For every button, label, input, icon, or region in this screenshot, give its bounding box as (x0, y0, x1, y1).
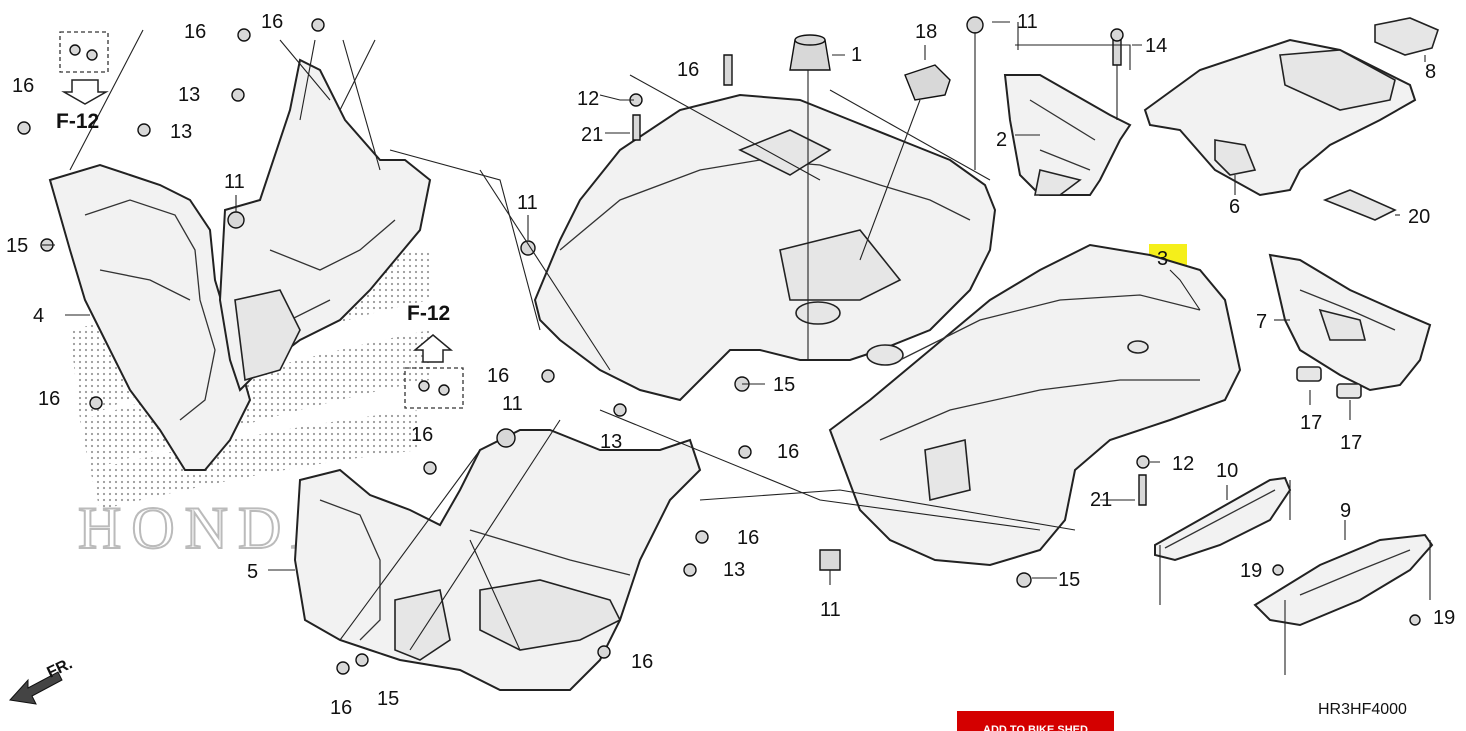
part-6-carrier-cover (1143, 38, 1417, 197)
callout-13: 13 (600, 431, 622, 453)
callout-20: 20 (1408, 206, 1430, 228)
callout-8: 8 (1425, 61, 1436, 83)
callout-19: 19 (1240, 560, 1262, 582)
callout-13: 13 (723, 559, 745, 581)
add-to-bike-shed-button[interactable]: ADD TO BIKE SHED (957, 711, 1114, 731)
callout-11: 11 (517, 192, 538, 214)
callout-12: 12 (577, 88, 599, 110)
callout-5: 5 (247, 561, 258, 583)
part-2-bracket (1003, 74, 1132, 196)
callout-15: 15 (6, 235, 28, 257)
ref-box-middle (404, 334, 464, 409)
callout-18: 18 (915, 21, 937, 43)
part-17-grommets (1296, 366, 1362, 399)
callout-16: 16 (261, 11, 283, 33)
callout-16: 16 (38, 388, 60, 410)
callout-15: 15 (773, 374, 795, 396)
callout-16: 16 (677, 59, 699, 81)
callout-2: 2 (996, 129, 1007, 151)
callout-13: 13 (178, 84, 200, 106)
callout-11: 11 (1017, 11, 1038, 33)
callout-12: 12 (1172, 453, 1194, 475)
callout-15: 15 (1058, 569, 1080, 591)
front-direction-arrow: FR. (9, 655, 76, 705)
part-7-side-cover (1268, 253, 1432, 392)
part-4-front-fender (48, 58, 432, 471)
callout-16: 16 (184, 21, 206, 43)
callout-16: 16 (330, 697, 352, 719)
callout-11: 11 (820, 599, 841, 621)
callout-7: 7 (1256, 311, 1267, 333)
callout-11: 11 (502, 393, 523, 415)
callout-19: 19 (1433, 607, 1455, 629)
callout-21: 21 (581, 124, 603, 146)
watermark-text: HONDA (78, 495, 345, 561)
callout-16: 16 (411, 424, 433, 446)
callout-11: 11 (224, 171, 245, 193)
callout-17: 17 (1340, 432, 1362, 454)
leader-lines (42, 21, 1431, 675)
callout-14: 14 (1145, 35, 1167, 57)
callout-3: 3 (1157, 248, 1168, 270)
part-5-floor-fender (293, 429, 702, 691)
callout-16: 16 (12, 75, 34, 97)
callout-16: 16 (737, 527, 759, 549)
callout-16: 16 (631, 651, 653, 673)
callout-9: 9 (1340, 500, 1351, 522)
callout-16: 16 (487, 365, 509, 387)
part-1-rear-fender-front (533, 93, 997, 402)
part-8-clip (1374, 17, 1439, 56)
callout-21: 21 (1090, 489, 1112, 511)
part-9-mud-guard (1253, 533, 1434, 627)
callout-1: 1 (851, 44, 862, 66)
part-3-rear-fender (828, 243, 1242, 567)
callout-4: 4 (33, 305, 44, 327)
diagram-code: HR3HF4000 (1318, 701, 1407, 718)
callout-16: 16 (777, 441, 799, 463)
callouts: 1 2 3 4 5 6 7 8 9 10 11 11 11 11 11 12 1… (6, 11, 1455, 719)
fasteners (17, 16, 1421, 675)
callout-15: 15 (377, 688, 399, 710)
part-10-mud-guard (1154, 476, 1292, 562)
callout-10: 10 (1216, 460, 1238, 482)
part-20-strap (1322, 189, 1397, 221)
front-marker-label: FR. (45, 655, 76, 681)
ref-label-f12-top: F-12 (56, 110, 99, 133)
ref-box-top-left (59, 31, 109, 105)
ref-label-f12-middle: F-12 (407, 302, 450, 325)
callout-17: 17 (1300, 412, 1322, 434)
callout-13: 13 (170, 121, 192, 143)
callout-6: 6 (1229, 196, 1240, 218)
